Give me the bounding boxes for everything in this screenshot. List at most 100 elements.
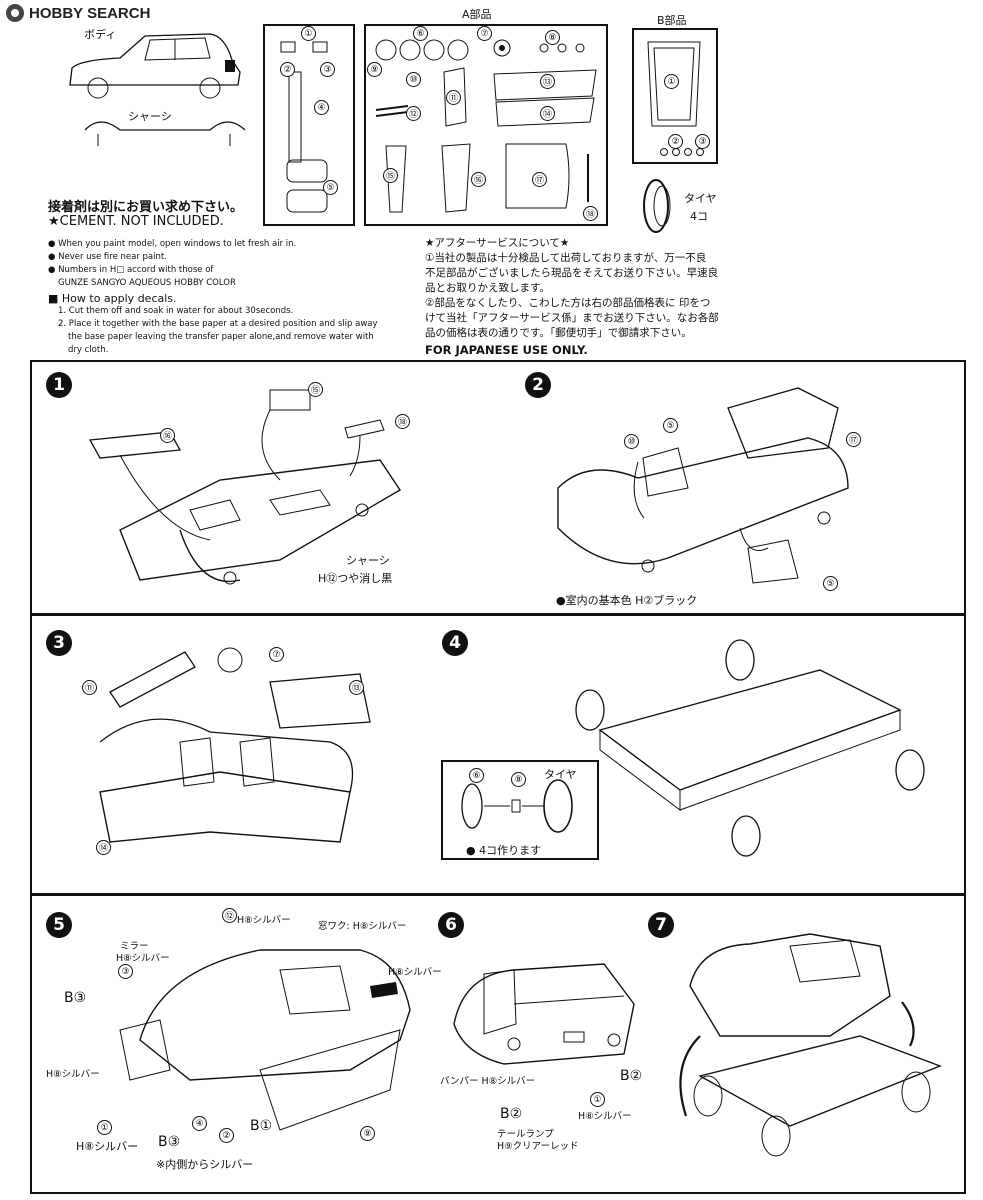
step5-inside-note: ※内側からシルバー — [156, 1158, 254, 1171]
step5-b1: B① — [250, 1118, 273, 1134]
sprue-b-frame — [632, 28, 718, 164]
after-service-title: ★アフターサービスについて★ — [425, 237, 570, 249]
step5-mirror-paint: H⑧シルバー — [116, 953, 170, 964]
body-label: ボディ — [84, 28, 117, 41]
a-parts-label: A部品 — [462, 8, 492, 21]
step4-callout-6: ⑥ — [469, 768, 484, 783]
step1-callout-15: ⑮ — [308, 382, 323, 397]
step2-callout-5b: ⑤ — [823, 576, 838, 591]
after-service-line: ②部品をなくしたり、こわした方は右の部品価格表に 印をつ — [425, 297, 711, 309]
after-service: ★アフターサービスについて★ ①当社の製品は十分検品して出荷しておりますが、万一… — [425, 236, 725, 358]
step5-mirror: ミラー — [120, 941, 149, 952]
step6-callout-1: ① — [590, 1092, 605, 1107]
cement-jp: 接着剤は別にお買い求め下さい。 — [48, 200, 244, 215]
sprue-b-part-2: ② — [668, 134, 683, 149]
step1-callout-18: ⑱ — [395, 414, 410, 429]
note-bullet-1: ● When you paint model, open windows to … — [48, 239, 297, 249]
step6-tail-paint: H⑨クリアーレッド — [497, 1141, 579, 1152]
sprue-a-parts — [375, 39, 597, 213]
step5-callout-3: ③ — [118, 964, 133, 979]
step6-bumper: バンパー H⑧シルバー — [440, 1076, 536, 1087]
body-drawing — [69, 33, 241, 99]
step-6-number: 6 — [438, 912, 464, 938]
step5-p12-paint: H⑧シルバー — [237, 915, 291, 926]
row-divider-2 — [30, 893, 965, 896]
step4-tire-label: タイヤ — [544, 768, 577, 781]
sprue-a-part-7: ⑦ — [477, 26, 492, 41]
step5-b3-bottom: B③ — [158, 1134, 181, 1150]
step-1-drawing — [88, 389, 401, 585]
decals-title: ■ How to apply decals. — [48, 292, 177, 305]
step5-callout-9: ⑨ — [360, 1126, 375, 1141]
step-5-drawing — [119, 949, 411, 1131]
step5-silver-left: H⑧シルバー — [46, 1069, 100, 1080]
step2-callout-5a: ⑤ — [663, 418, 678, 433]
step1-chassis-label: シャーシ — [346, 554, 390, 567]
step-3-drawing — [99, 647, 371, 843]
after-service-line: ①当社の製品は十分検品して出荷しておりますが、万一不良 — [425, 252, 707, 264]
step2-callout-10: ⑩ — [624, 434, 639, 449]
sprue-a-part-10: ⑩ — [406, 72, 421, 87]
wheel-assembly-drawing — [461, 779, 573, 833]
sprue-a-part-6: ⑥ — [413, 26, 428, 41]
after-service-line: 品とお取りかえ致します。 — [425, 282, 550, 294]
sprue-body-part-3: ③ — [320, 62, 335, 77]
sprue-b-parts — [647, 41, 704, 156]
logo-icon — [6, 4, 24, 22]
step3-callout-7: ⑦ — [269, 647, 284, 662]
step5-callout-1: ① — [97, 1120, 112, 1135]
step3-callout-11: ⑪ — [82, 680, 97, 695]
step3-callout-13: ⑬ — [349, 680, 364, 695]
sprue-a-part-13: ⑬ — [540, 74, 555, 89]
tire-count: 4コ — [690, 210, 708, 223]
sprue-body-part-1: ① — [301, 26, 316, 41]
sprue-a-part-16: ⑯ — [471, 172, 486, 187]
step5-silver-right: H⑧シルバー — [388, 967, 442, 978]
step-4-number: 4 — [442, 630, 468, 656]
step-7-drawing — [679, 933, 942, 1157]
sprue-body-parts — [280, 41, 328, 213]
sprue-a-part-15: ⑮ — [383, 168, 398, 183]
cement-en: ★CEMENT. NOT INCLUDED. — [48, 214, 224, 229]
b-parts-label: B部品 — [657, 14, 687, 27]
step2-note: ●室内の基本色 H②ブラック — [556, 594, 698, 607]
sprue-a-part-11: ⑪ — [446, 90, 461, 105]
logo-text: HOBBY SEARCH — [29, 4, 151, 22]
tire-drawing — [643, 179, 671, 233]
wheel-assembly-box — [441, 760, 599, 860]
step-4-drawing — [575, 639, 925, 857]
site-logo: HOBBY SEARCH — [6, 4, 150, 22]
decal-step-2b: the base paper leaving the transfer pape… — [68, 332, 374, 342]
sprue-b-part-1: ① — [664, 74, 679, 89]
step1-paint: H⑫つや消し黒 — [318, 572, 393, 585]
sprue-a-part-12: ⑫ — [406, 106, 421, 121]
step-1-number: 1 — [46, 372, 72, 398]
japan-only-notice: FOR JAPANESE USE ONLY. — [425, 343, 588, 357]
sprue-body-part-5: ⑤ — [323, 180, 338, 195]
tire-label: タイヤ — [684, 192, 717, 205]
note-bullet-3b: GUNZE SANGYO AQUEOUS HOBBY COLOR — [58, 278, 236, 288]
note-bullet-3: ● Numbers in H□ accord with those of — [48, 265, 214, 275]
step5-b3-top: B③ — [64, 990, 87, 1006]
sprue-body-frame — [263, 24, 355, 226]
sprue-b-part-3: ③ — [695, 134, 710, 149]
sprue-body-part-2: ② — [280, 62, 295, 77]
notes-list: ● When you paint model, open windows to … — [48, 238, 378, 357]
step1-callout-16: ⑯ — [160, 428, 175, 443]
step-2-number: 2 — [525, 372, 551, 398]
step-2-drawing — [557, 387, 849, 584]
step4-callout-8: ⑧ — [511, 772, 526, 787]
chassis-drawing — [84, 121, 246, 146]
sprue-a-frame — [364, 24, 608, 226]
step5-window: 窓ワク: H⑧シルバー — [318, 921, 407, 932]
sprue-a-part-14: ⑭ — [540, 106, 555, 121]
after-service-line: 不足部品がございましたら現品をそえてお送り下さい。早速良 — [425, 267, 719, 279]
chassis-label: シャーシ — [128, 110, 172, 123]
decal-step-2: 2. Place it together with the base paper… — [58, 319, 378, 329]
after-service-line: 品の価格は表の通りです。「郵便切手」で御請求下さい。 — [425, 327, 692, 339]
note-bullet-2: ● Never use fire near paint. — [48, 252, 167, 262]
step2-callout-17: ⑰ — [846, 432, 861, 447]
sprue-a-part-9: ⑨ — [367, 62, 382, 77]
step4-make4: ● 4コ作ります — [466, 844, 542, 857]
step6-b2-left: B② — [500, 1106, 523, 1122]
